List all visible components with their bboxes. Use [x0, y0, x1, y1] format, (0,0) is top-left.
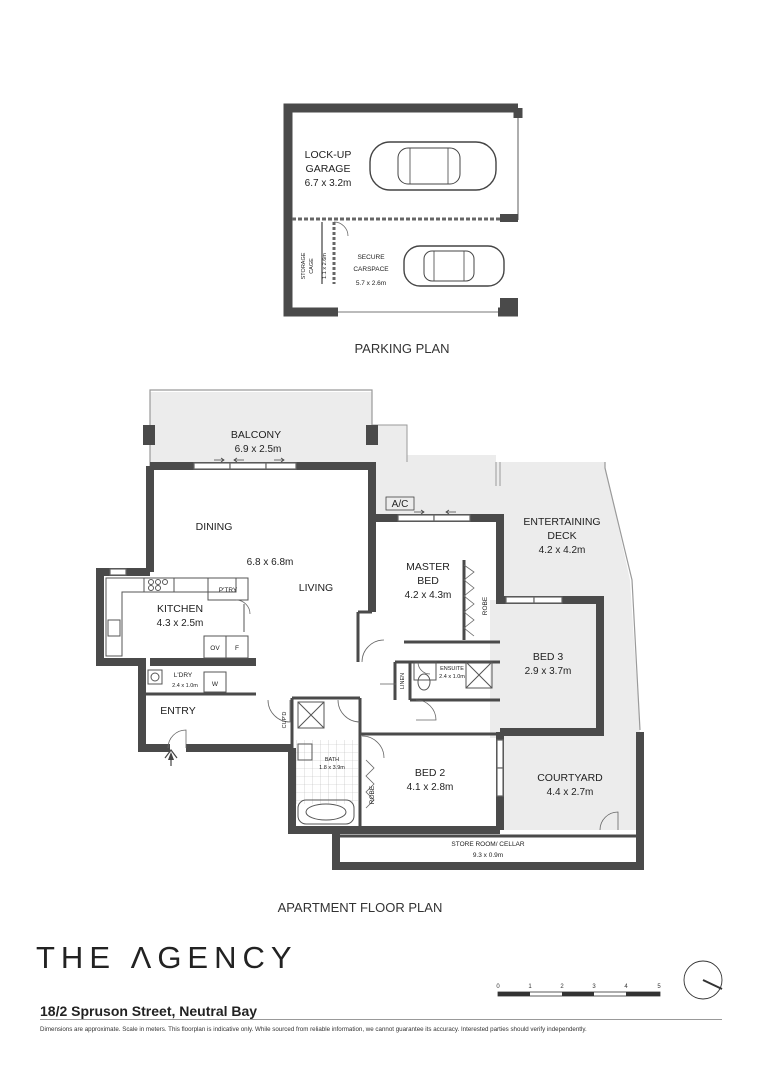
scale-tick-label: 3 [592, 984, 596, 990]
store-room-label: STORE ROOM/ CELLAR [451, 841, 525, 848]
parking-plan-caption: PARKING PLAN [354, 341, 449, 356]
agency-logo: THE ΛGENCY [36, 940, 298, 975]
balcony-dimension: 6.9 x 2.5m [235, 444, 282, 455]
dining-label: DINING [196, 521, 233, 533]
parking-plan: LOCK-UP GARAGE 6.7 x 3.2m SECURE CARSPAC… [283, 103, 523, 356]
master-robe-label: ROBE [482, 596, 489, 615]
bed3-dimension: 2.9 x 3.7m [525, 666, 572, 677]
entertaining-deck-label: ENTERTAINING [523, 516, 600, 528]
garage-dimension: 6.7 x 3.2m [305, 178, 352, 189]
property-address: 18/2 Spruson Street, Neutral Bay [40, 1003, 258, 1019]
master-bed-dimension: 4.2 x 4.3m [405, 590, 452, 601]
bed2-dimension: 4.1 x 2.8m [407, 782, 454, 793]
bath-dimension: 1.8 x 3.9m [319, 765, 345, 771]
store-room-dimension: 9.3 x 0.9m [473, 852, 503, 859]
scale-bar: 0 1 2 3 4 5 [496, 984, 661, 997]
scale-tick-label: 2 [560, 984, 564, 990]
footer-divider [40, 1019, 722, 1020]
bed2-robe-label: ROBE [369, 785, 376, 804]
balcony-label: BALCONY [231, 429, 281, 441]
laundry-label: L'DRY [174, 672, 193, 679]
car-icon [369, 141, 497, 191]
carspace-label: CARSPACE [353, 266, 389, 273]
washer-label: W [212, 681, 219, 688]
entertaining-deck-label: DECK [547, 530, 576, 542]
bed2-label: BED 2 [415, 767, 446, 779]
storage-dimension: 1.1 x 2.6m [322, 253, 328, 279]
pantry-label: P'TRY [219, 587, 238, 594]
living-dimension: 6.8 x 6.8m [247, 557, 294, 568]
carspace-dimension: 5.7 x 2.6m [356, 280, 386, 287]
laundry-dimension: 2.4 x 1.0m [172, 683, 198, 689]
ac-label: A/C [392, 499, 409, 510]
ensuite-label: ENSUITE [440, 666, 464, 672]
kitchen-label: KITCHEN [157, 603, 203, 615]
courtyard-dimension: 4.4 x 2.7m [547, 787, 594, 798]
garage-label: LOCK-UP [305, 149, 352, 161]
master-bed-label: MASTER [406, 561, 450, 573]
scale-tick-label: 4 [624, 984, 628, 990]
compass-icon [683, 960, 723, 1000]
living-label: LIVING [299, 582, 333, 594]
storage-label: STORAGE [301, 252, 307, 279]
linen-label: LINEN [400, 673, 406, 689]
ensuite-dimension: 2.4 x 1.0m [439, 674, 465, 680]
entry-label: ENTRY [160, 705, 195, 717]
oven-label: OV [210, 645, 220, 652]
apartment-plan: BALCONY 6.9 x 2.5m A/C ENTERTAINING DECK… [96, 389, 644, 915]
master-bed-label: BED [417, 575, 439, 587]
garage-label: GARAGE [306, 163, 351, 175]
entertaining-deck-dimension: 4.2 x 4.2m [539, 545, 586, 556]
carspace-label: SECURE [357, 254, 385, 261]
kitchen-dimension: 4.3 x 2.5m [157, 618, 204, 629]
bed3-label: BED 3 [533, 651, 564, 663]
courtyard-label: COURTYARD [537, 772, 603, 784]
cupboard-label: CUP'D [282, 712, 288, 729]
fridge-label: F [235, 645, 239, 652]
storage-label: CAGE [309, 258, 315, 274]
scale-tick-label: 1 [528, 984, 532, 990]
bath-label: BATH [325, 757, 339, 763]
car-icon [403, 245, 505, 287]
entry-arrow-icon [164, 749, 178, 766]
scale-tick-label: 0 [496, 984, 500, 990]
apartment-plan-caption: APARTMENT FLOOR PLAN [278, 900, 443, 915]
scale-tick-label: 5 [657, 984, 661, 990]
disclaimer-text: Dimensions are approximate. Scale in met… [40, 1026, 587, 1033]
